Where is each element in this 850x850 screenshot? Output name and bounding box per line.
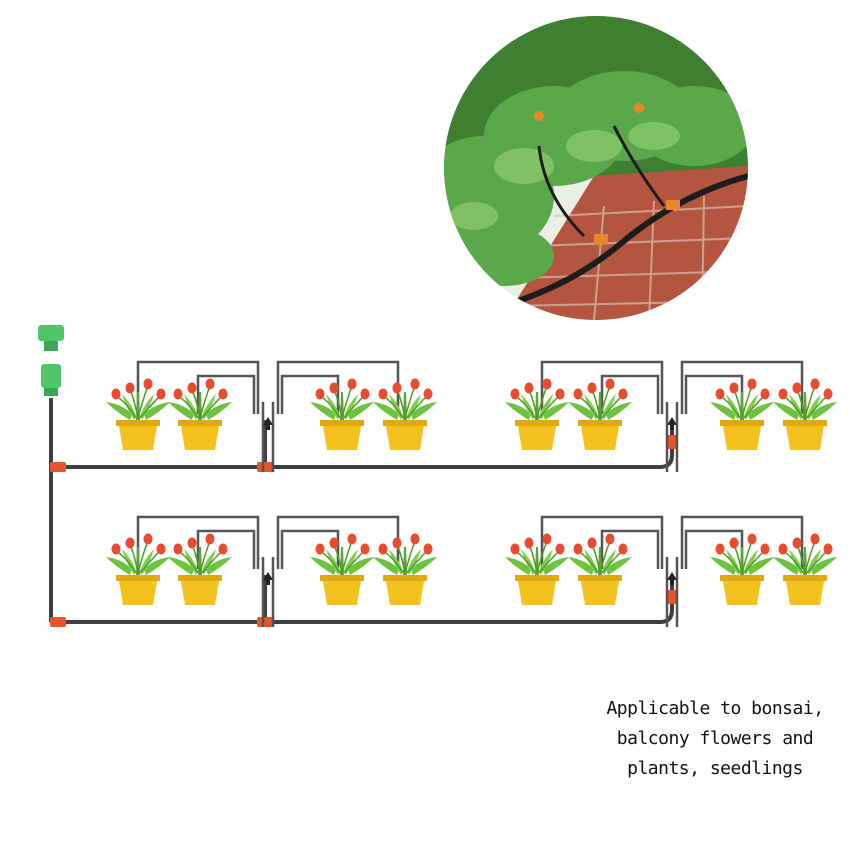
caption-text: Applicable to bonsai, balcony flowers an…: [600, 694, 830, 784]
tee-connector-icon: [50, 435, 677, 627]
main-pipe: [49, 398, 674, 624]
drip-tube-group: [138, 362, 802, 627]
caption-line-1: Applicable to bonsai,: [606, 698, 824, 719]
caption-line-2: balcony flowers and: [616, 728, 814, 749]
hose-adapter-icon: [38, 325, 64, 396]
caption-line-3: plants, seedlings: [627, 758, 803, 779]
flower-pot-icon: [105, 532, 838, 606]
flower-pot-icon: [105, 377, 838, 451]
